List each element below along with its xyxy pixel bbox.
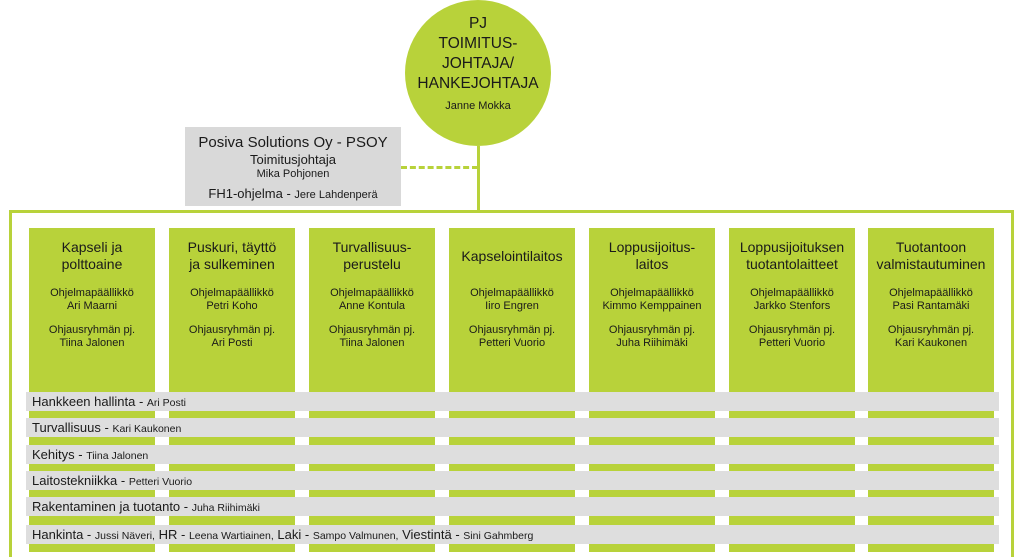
program-manager-name: Jarkko Stenfors (753, 300, 831, 312)
column-title: Turvallisuus-perustelu (309, 236, 435, 276)
program-manager-label: Ohjelmapäällikkö (190, 287, 274, 299)
steering-group-label: Ohjausryhmän pj. (188, 324, 276, 336)
band-sep: - (83, 527, 95, 542)
program-manager-label: Ohjelmapäällikkö (610, 287, 694, 299)
cross-function-band: Rakentaminen ja tuotanto - Juha Riihimäk… (26, 497, 999, 516)
program-manager-name: Petri Koho (206, 300, 258, 312)
band-sep: - (451, 527, 464, 542)
cross-function-band: Laitostekniikka - Petteri Vuorio (26, 471, 999, 490)
ceo-title-3: JOHTAJA/ (441, 55, 515, 72)
band-label: Laki (277, 527, 302, 542)
band-label: Kehitys (32, 447, 75, 462)
steering-group-label: Ohjausryhmän pj. (468, 324, 556, 336)
steering-group-label: Ohjausryhmän pj. (608, 324, 696, 336)
band-person: Sini Gahmberg (463, 530, 534, 542)
band-person: Tiina Jalonen (86, 450, 149, 462)
band-label: HR (158, 527, 178, 542)
band-person: Sampo Valmunen, (312, 530, 399, 542)
band-person: Ari Posti (146, 397, 187, 409)
band-person: Kari Kaukonen (112, 423, 182, 435)
column-title-line: perustelu (343, 256, 401, 272)
column-title-line: Tuotantoon (895, 239, 967, 255)
steering-group-label: Ohjausryhmän pj. (887, 324, 975, 336)
steering-group-label: Ohjausryhmän pj. (48, 324, 136, 336)
psoy-program: FH1-ohjelma - Jere Lahdenperä (185, 185, 401, 204)
column-title-line: Kapseli ja (61, 239, 123, 255)
steering-group-name: Petteri Vuorio (478, 337, 546, 349)
band-sep: - (177, 527, 189, 542)
band-label: Viestintä (402, 527, 452, 542)
band-person: Juha Riihimäki (191, 502, 260, 514)
cross-function-band: Turvallisuus - Kari Kaukonen (26, 418, 999, 437)
band-person: Leena Wartiainen, (188, 530, 274, 542)
column-title-line: valmistautuminen (876, 256, 986, 272)
steering-group-name: Tiina Jalonen (339, 337, 405, 349)
psoy-company: Posiva Solutions Oy - PSOY (198, 134, 388, 151)
band-label: Laitostekniikka (32, 473, 118, 488)
program-manager-label: Ohjelmapäällikkö (50, 287, 134, 299)
column-title-line: tuotantolaitteet (746, 256, 838, 272)
program-label: FH1-ohjelma (208, 186, 283, 201)
ceo-title-2: TOIMITUS- (438, 35, 518, 52)
program-manager-name: Ari Maarni (66, 300, 118, 312)
program-frame (9, 210, 1014, 557)
ceo-title-1: PJ (468, 15, 488, 32)
ceo-name: Janne Mokka (445, 100, 511, 112)
column-title-line: polttoaine (61, 256, 123, 272)
program-manager-name: Iiro Engren (485, 300, 539, 312)
column-title: Kapselointilaitos (449, 236, 575, 276)
cross-function-band: Hankkeen hallinta - Ari Posti (26, 392, 999, 411)
connector-line (477, 146, 480, 211)
program-person: Jere Lahdenperä (294, 189, 378, 201)
band-sep: - (301, 527, 313, 542)
psoy-box: Posiva Solutions Oy - PSOY Toimitusjohta… (185, 127, 401, 206)
steering-group-name: Tiina Jalonen (59, 337, 125, 349)
column-title-line: Loppusijoitus- (608, 239, 696, 255)
program-sep: - (282, 186, 295, 201)
steering-group-name: Ari Posti (211, 337, 253, 349)
psoy-person: Mika Pohjonen (256, 168, 330, 180)
column-title-line: ja sulkeminen (189, 256, 275, 272)
dashed-connector (401, 166, 478, 169)
band-label: Hankkeen hallinta (32, 394, 136, 409)
program-manager-label: Ohjelmapäällikkö (750, 287, 834, 299)
program-manager-name: Anne Kontula (338, 300, 406, 312)
column-title-line: Puskuri, täyttö (187, 239, 277, 255)
band-person: Jussi Näveri, (94, 530, 155, 542)
program-manager-name: Pasi Rantamäki (892, 300, 970, 312)
ceo-circle: PJ TOIMITUS- JOHTAJA/ HANKEJOHTAJA Janne… (405, 0, 551, 146)
band-label: Rakentaminen ja tuotanto (32, 499, 181, 514)
column-title: Loppusijoitus-laitos (589, 236, 715, 276)
steering-group-name: Juha Riihimäki (616, 337, 688, 349)
column-title-line: Loppusijoituksen (739, 239, 845, 255)
column-title-line: Turvallisuus- (332, 239, 412, 255)
program-manager-label: Ohjelmapäällikkö (470, 287, 554, 299)
program-manager-name: Kimmo Kemppainen (602, 300, 702, 312)
steering-group-label: Ohjausryhmän pj. (328, 324, 416, 336)
cross-function-band: Kehitys - Tiina Jalonen (26, 445, 999, 464)
band-label: Hankinta (32, 527, 84, 542)
column-title-line: laitos (635, 256, 669, 272)
band-label: Turvallisuus (32, 420, 101, 435)
psoy-role: Toimitusjohtaja (250, 152, 336, 167)
column-title-line: Kapselointilaitos (461, 247, 563, 264)
steering-group-name: Kari Kaukonen (894, 337, 968, 349)
program-manager-label: Ohjelmapäällikkö (889, 287, 973, 299)
band-person: Petteri Vuorio (128, 476, 193, 488)
steering-group-label: Ohjausryhmän pj. (748, 324, 836, 336)
steering-group-name: Petteri Vuorio (758, 337, 826, 349)
band-support-functions: Hankinta - Jussi Näveri, HR - Leena Wart… (26, 525, 999, 544)
ceo-title-4: HANKEJOHTAJA (417, 75, 539, 92)
program-manager-label: Ohjelmapäällikkö (330, 287, 414, 299)
